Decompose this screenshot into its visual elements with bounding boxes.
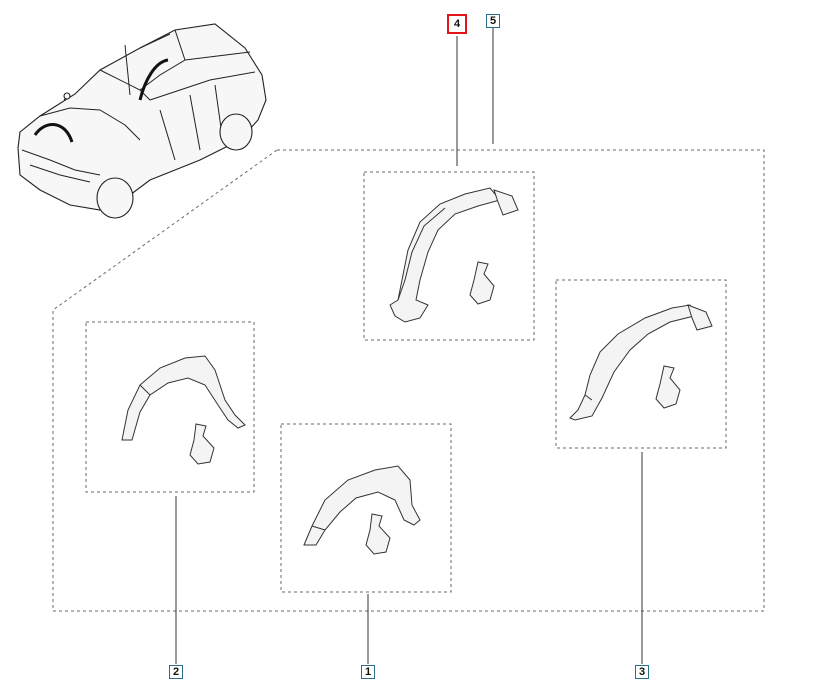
- wheel-arch-part-1: [303, 465, 421, 555]
- wheel-arch-part-2: [121, 355, 246, 465]
- group-box-4: [363, 171, 535, 341]
- callout-4[interactable]: 4: [447, 14, 467, 34]
- vehicle-illustration: [17, 23, 267, 219]
- wheel-arch-part-3: [569, 304, 713, 421]
- assembly-outline: [52, 149, 765, 612]
- callout-2[interactable]: 2: [169, 665, 183, 679]
- wheel-arch-part-4: [389, 187, 519, 323]
- group-box-3: [555, 279, 727, 449]
- callout-5[interactable]: 5: [486, 14, 500, 28]
- group-box-1: [280, 423, 452, 593]
- callout-3[interactable]: 3: [635, 665, 649, 679]
- group-box-2: [85, 321, 255, 493]
- callout-1[interactable]: 1: [361, 665, 375, 679]
